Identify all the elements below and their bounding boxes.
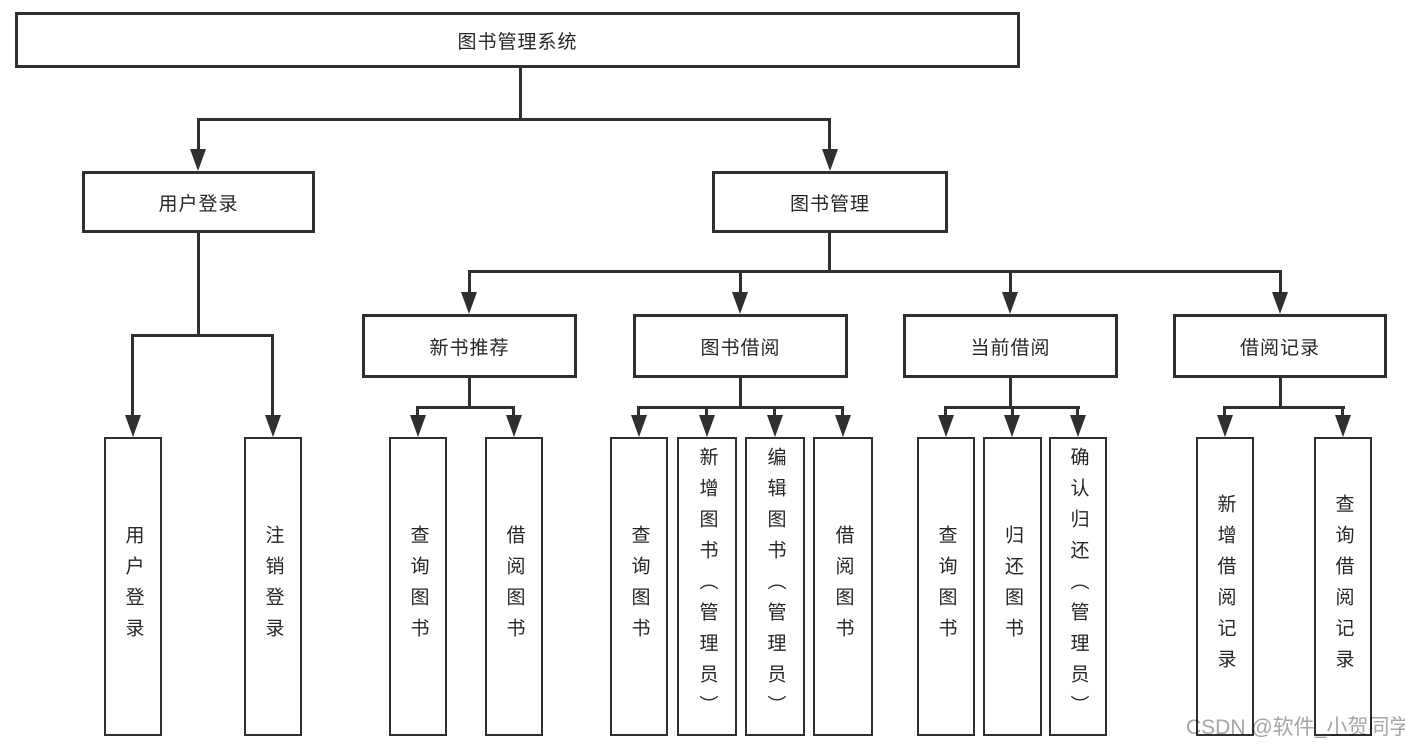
node-label: 查询图书 [628, 524, 650, 649]
leaf-query-borrow-record: 查询借阅记录 [1314, 437, 1372, 736]
node-library-management-system: 图书管理系统 [15, 12, 1020, 68]
leaf-add-books-admin: 新增图书（管理员） [677, 437, 737, 736]
connector-line [1279, 270, 1282, 294]
connector-line [1009, 270, 1012, 294]
connector-line [841, 406, 844, 418]
node-label: 编辑图书（管理员） [764, 447, 786, 726]
node-label: 借阅图书 [832, 524, 854, 649]
connector-line [197, 233, 200, 337]
connector-line [828, 233, 831, 273]
arrow-down-icon [125, 415, 141, 437]
connector-line [197, 118, 200, 150]
node-label: 图书管理系统 [457, 31, 578, 53]
connector-line [519, 68, 522, 121]
leaf-query-books-recommend: 查询图书 [389, 437, 447, 736]
connector-line [417, 406, 515, 409]
node-label: 当前借阅 [970, 337, 1051, 359]
connector-line [828, 118, 831, 150]
leaf-borrow-books-recommend: 借阅图书 [485, 437, 543, 736]
node-label: 新增图书（管理员） [696, 447, 718, 726]
node-book-borrowing: 图书借阅 [633, 314, 848, 378]
watermark: CSDN @软件_小贺同学 [1186, 716, 1405, 739]
connector-line [1011, 406, 1014, 418]
connector-line [468, 270, 1282, 273]
connector-line [944, 406, 947, 418]
leaf-confirm-return-admin: 确认归还（管理员） [1049, 437, 1107, 736]
connector-line [637, 406, 640, 418]
connector-line [197, 118, 831, 121]
node-label: 新增借阅记录 [1214, 493, 1236, 680]
connector-line [131, 334, 134, 417]
arrow-down-icon [1004, 415, 1020, 437]
node-borrowing-records: 借阅记录 [1173, 314, 1387, 378]
arrow-down-icon [461, 292, 477, 314]
connector-line [131, 334, 274, 337]
node-label: 新书推荐 [429, 337, 510, 359]
leaf-user-login: 用户登录 [104, 437, 162, 736]
node-label: 用户登录 [158, 193, 239, 215]
node-label: 归还图书 [1002, 524, 1023, 649]
node-user-login: 用户登录 [82, 171, 315, 233]
connector-line [512, 406, 515, 418]
leaf-borrow-books: 借阅图书 [813, 437, 873, 736]
leaf-query-books-current: 查询图书 [917, 437, 975, 736]
connector-line [637, 406, 844, 409]
node-label: 借阅图书 [503, 524, 525, 649]
arrow-down-icon [1070, 415, 1086, 437]
arrow-down-icon [410, 415, 426, 437]
node-label: 查询借阅记录 [1332, 493, 1354, 680]
node-label: 图书管理 [789, 193, 870, 215]
node-current-borrowing: 当前借阅 [903, 314, 1118, 378]
connector-line [1076, 406, 1079, 418]
arrow-down-icon [732, 292, 748, 314]
arrow-down-icon [1002, 292, 1018, 314]
connector-line [773, 406, 776, 418]
arrow-down-icon [835, 415, 851, 437]
node-label: 借阅记录 [1239, 337, 1320, 359]
arrow-down-icon [631, 415, 647, 437]
connector-line [1009, 378, 1012, 409]
connector-line [468, 378, 471, 409]
arrow-down-icon [1272, 292, 1288, 314]
connector-line [468, 270, 471, 294]
node-book-management: 图书管理 [712, 171, 948, 233]
arrow-down-icon [265, 415, 281, 437]
node-label: 图书借阅 [700, 337, 781, 359]
leaf-query-books-borrowing: 查询图书 [610, 437, 668, 736]
node-label: 查询图书 [407, 524, 429, 649]
arrow-down-icon [822, 149, 838, 171]
connector-line [739, 270, 742, 294]
connector-line [1223, 406, 1226, 418]
connector-line [705, 406, 708, 418]
leaf-logout: 注销登录 [244, 437, 302, 736]
node-label: 注销登录 [262, 524, 284, 649]
arrow-down-icon [1217, 415, 1233, 437]
node-label: 确认归还（管理员） [1067, 447, 1089, 726]
leaf-edit-books-admin: 编辑图书（管理员） [745, 437, 805, 736]
leaf-return-books: 归还图书 [983, 437, 1042, 736]
node-label: 查询图书 [935, 524, 957, 649]
arrow-down-icon [190, 149, 206, 171]
leaf-add-borrow-record: 新增借阅记录 [1196, 437, 1254, 736]
arrow-down-icon [1335, 415, 1351, 437]
connector-line [1223, 406, 1345, 409]
connector-line [416, 406, 419, 418]
arrow-down-icon [767, 415, 783, 437]
connector-line [739, 378, 742, 409]
connector-line [1279, 378, 1282, 409]
arrow-down-icon [938, 415, 954, 437]
arrow-down-icon [506, 415, 522, 437]
node-label: 用户登录 [122, 524, 144, 649]
connector-line [271, 334, 274, 417]
arrow-down-icon [699, 415, 715, 437]
node-new-book-recommendation: 新书推荐 [362, 314, 577, 378]
connector-line [1341, 406, 1344, 418]
